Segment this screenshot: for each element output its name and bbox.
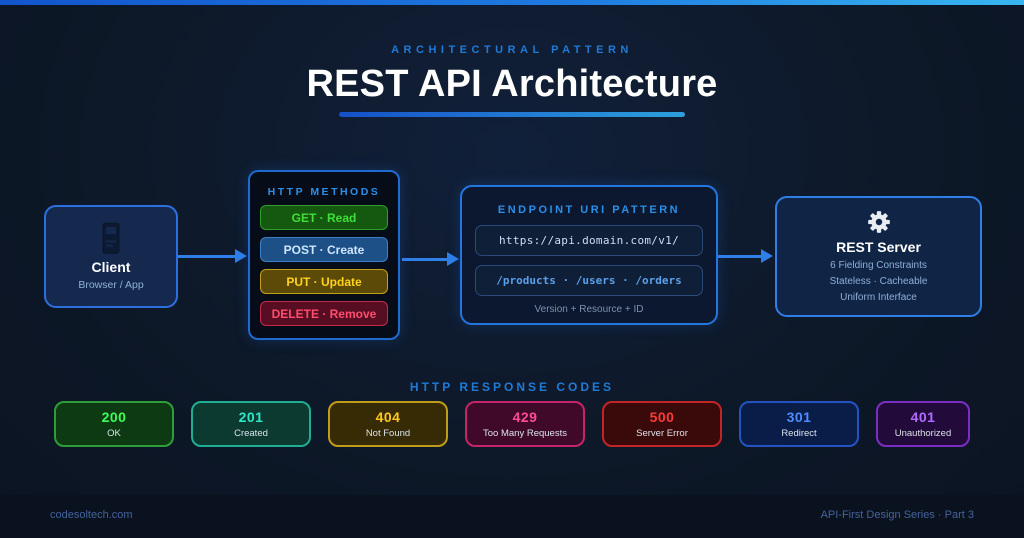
code-label: Created bbox=[234, 428, 268, 439]
method-pill-put: PUT · Update bbox=[260, 269, 388, 294]
top-accent-bar bbox=[0, 0, 1024, 5]
arrow-endpoint-to-server bbox=[718, 249, 773, 263]
server-line-2: Stateless · Cacheable bbox=[829, 276, 928, 287]
code-number: 429 bbox=[512, 409, 538, 425]
code-number: 200 bbox=[101, 409, 127, 425]
code-card-404: 404 Not Found bbox=[328, 401, 448, 447]
client-subtitle: Browser / App bbox=[78, 279, 144, 291]
server-line-3: Uniform Interface bbox=[840, 292, 917, 303]
response-codes-title: HTTP RESPONSE CODES bbox=[409, 380, 615, 394]
method-pill-post: POST · Create bbox=[260, 237, 388, 262]
code-card-429: 429 Too Many Requests bbox=[465, 401, 585, 447]
footer-bar: codesoltech.com API-First Design Series … bbox=[0, 495, 1024, 538]
footer-site-url: codesoltech.com bbox=[50, 509, 133, 521]
server-line-1: 6 Fielding Constraints bbox=[830, 260, 927, 271]
endpoint-node: ENDPOINT URI PATTERN https://api.domain.… bbox=[460, 185, 718, 325]
client-title: Client bbox=[91, 259, 131, 275]
method-pill-get: GET · Read bbox=[260, 205, 388, 230]
code-number: 404 bbox=[375, 409, 401, 425]
code-label: Too Many Requests bbox=[483, 428, 567, 439]
code-label: OK bbox=[107, 428, 121, 439]
arrow-methods-to-endpoint bbox=[402, 252, 459, 266]
rest-server-node: REST Server 6 Fielding Constraints State… bbox=[775, 196, 982, 317]
code-card-200: 200 OK bbox=[54, 401, 174, 447]
http-methods-node: HTTP METHODS GET · Read POST · Create PU… bbox=[248, 170, 400, 340]
smartphone-icon bbox=[96, 222, 126, 256]
code-card-500: 500 Server Error bbox=[602, 401, 722, 447]
endpoint-resources: /products · /users · /orders bbox=[475, 265, 703, 296]
code-label: Server Error bbox=[636, 428, 688, 439]
code-number: 201 bbox=[238, 409, 264, 425]
gear-icon bbox=[866, 209, 892, 235]
page-title: REST API Architecture bbox=[306, 63, 718, 105]
footer-series-label: API-First Design Series · Part 3 bbox=[820, 509, 974, 521]
eyebrow-label: ARCHITECTURAL PATTERN bbox=[391, 44, 633, 56]
code-card-401: 401 Unauthorized bbox=[876, 401, 970, 447]
server-title: REST Server bbox=[836, 239, 921, 255]
code-label: Unauthorized bbox=[894, 428, 952, 439]
http-methods-title: HTTP METHODS bbox=[267, 186, 381, 198]
code-card-201: 201 Created bbox=[191, 401, 311, 447]
code-card-301: 301 Redirect bbox=[739, 401, 859, 447]
client-node: Client Browser / App bbox=[44, 205, 178, 308]
code-number: 500 bbox=[649, 409, 675, 425]
endpoint-base-url: https://api.domain.com/v1/ bbox=[475, 225, 703, 256]
code-label: Not Found bbox=[365, 428, 411, 439]
code-number: 401 bbox=[910, 409, 936, 425]
code-label: Redirect bbox=[781, 428, 817, 439]
arrow-client-to-methods bbox=[178, 249, 247, 263]
method-pill-delete: DELETE · Remove bbox=[260, 301, 388, 326]
endpoint-title: ENDPOINT URI PATTERN bbox=[497, 204, 681, 216]
response-codes-row: 200 OK 201 Created 404 Not Found 429 Too… bbox=[0, 401, 1024, 447]
endpoint-caption: Version + Resource + ID bbox=[534, 304, 644, 315]
code-number: 301 bbox=[786, 409, 812, 425]
title-underline bbox=[339, 112, 685, 117]
